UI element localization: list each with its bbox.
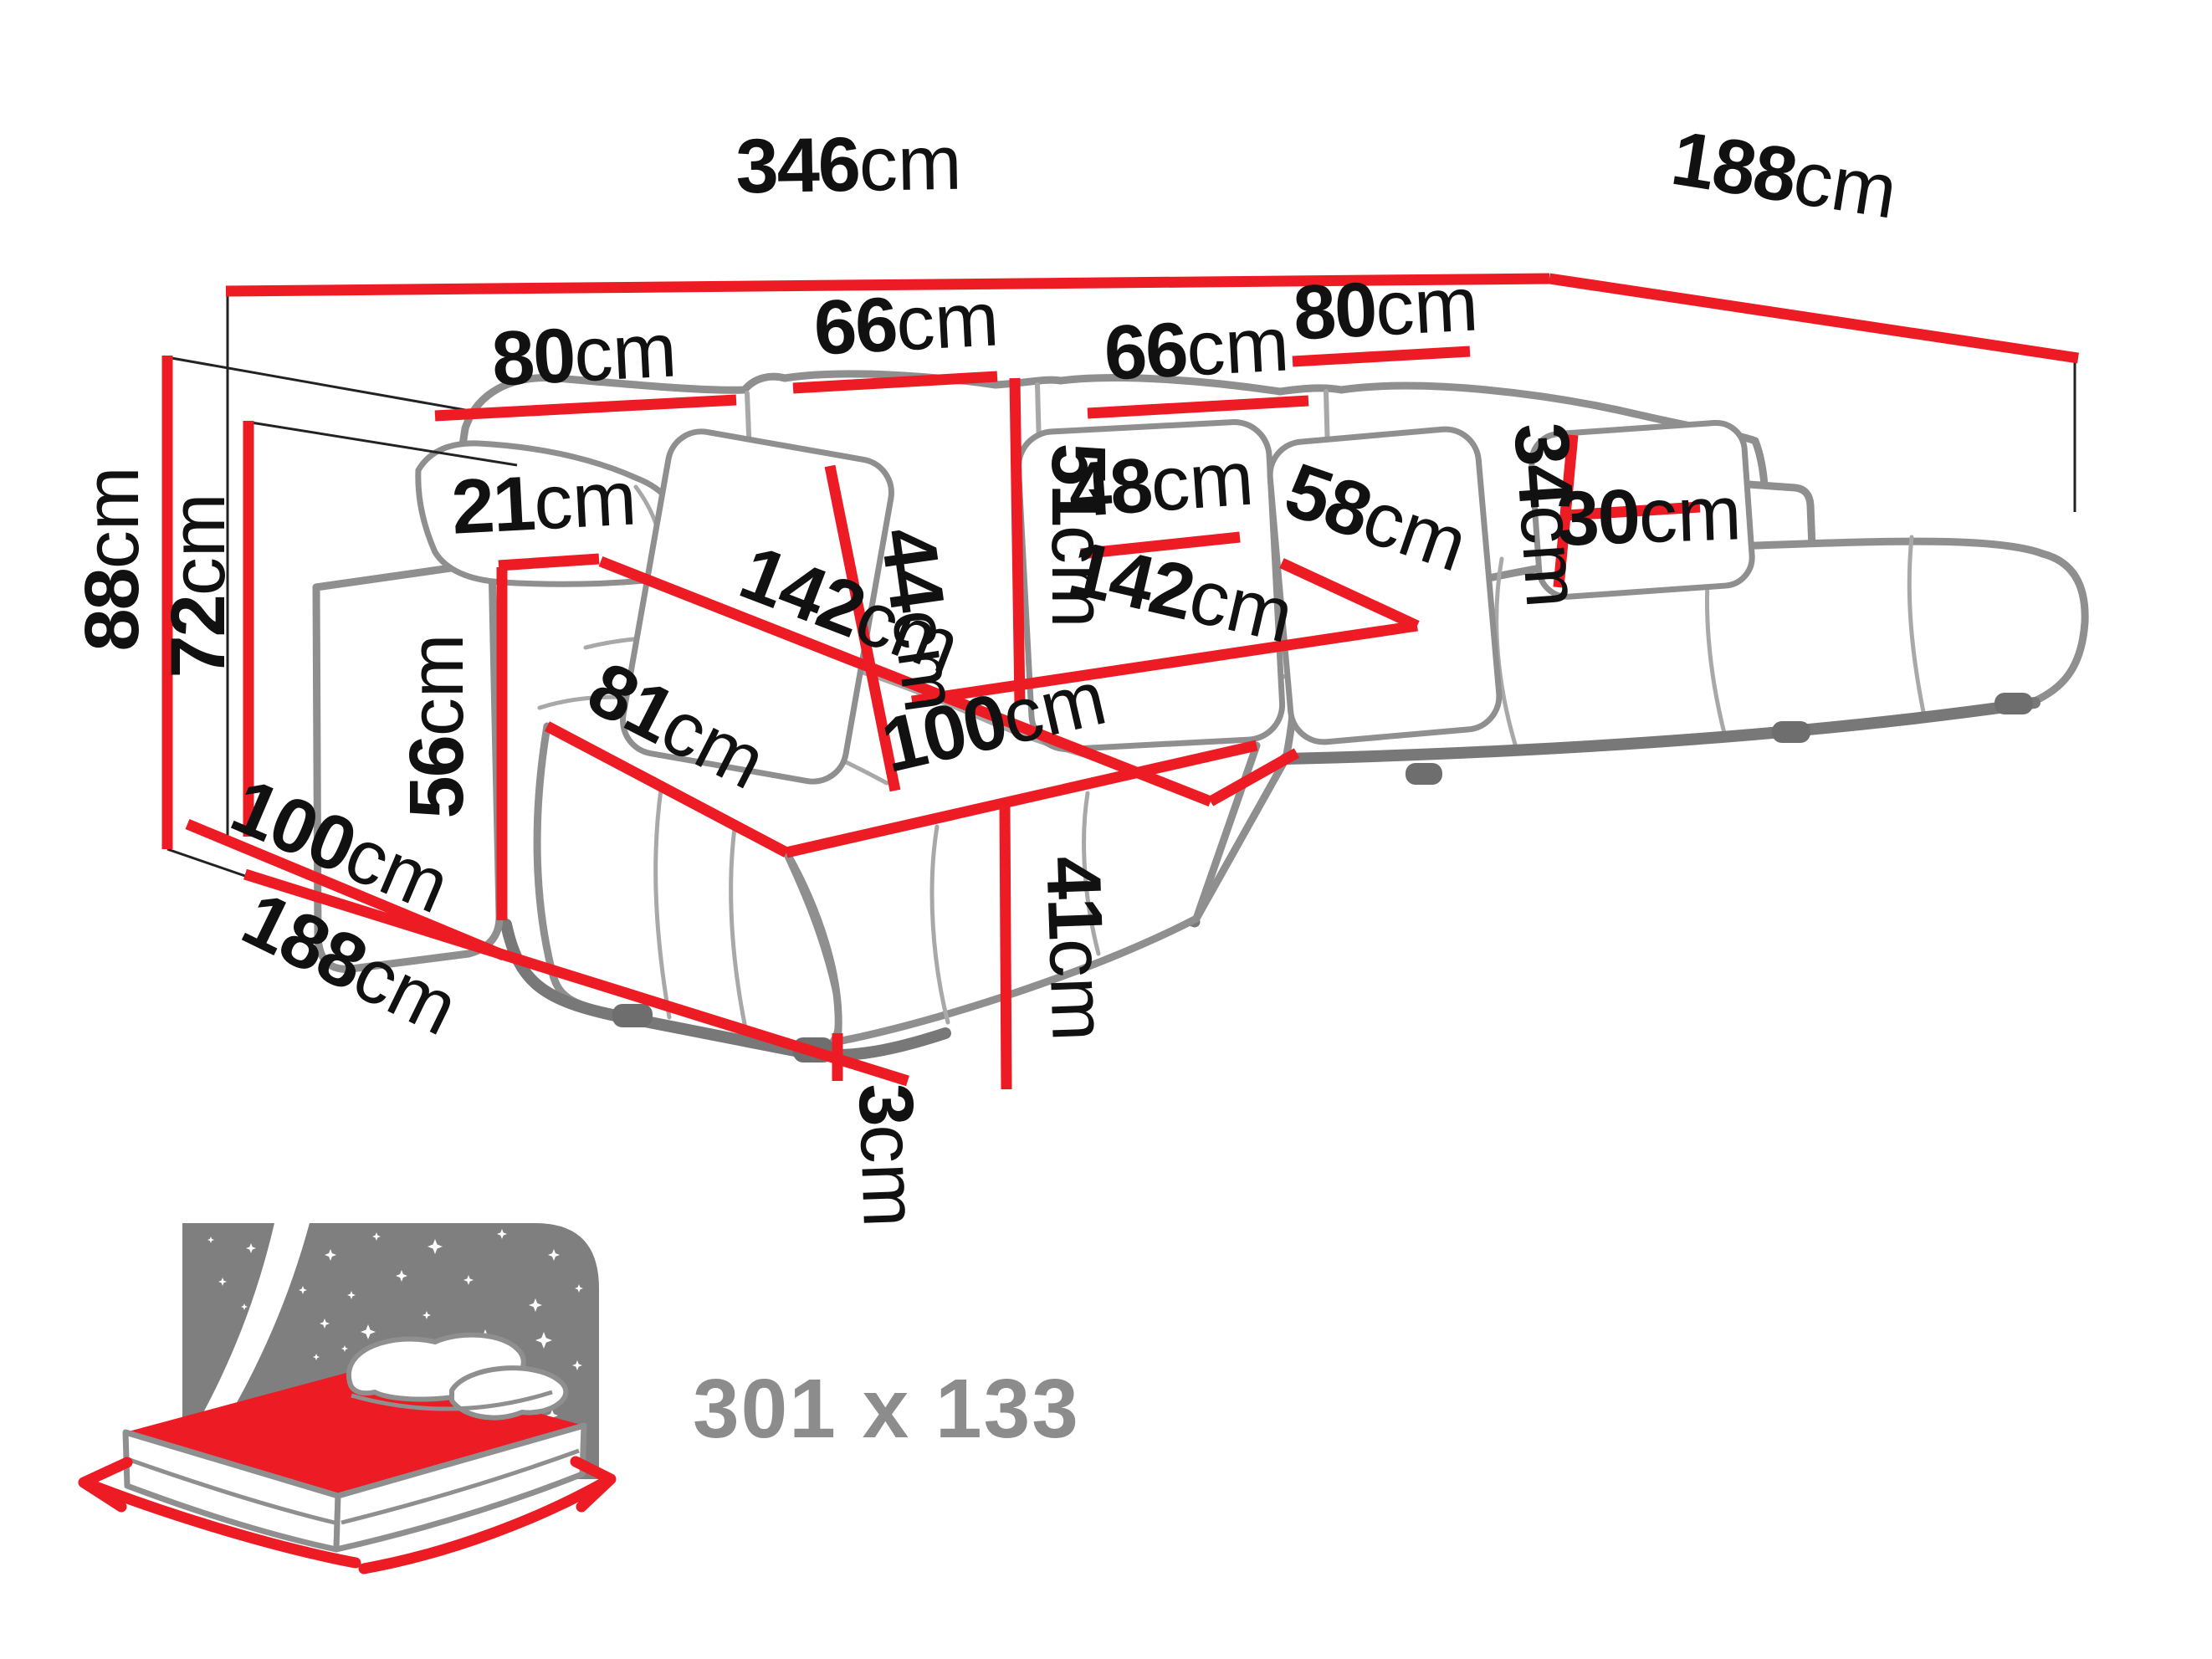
dimension-line-armrest_depth [185,818,506,961]
dimension-line-seat_width_left-1 [1207,748,1300,806]
mattress-base-seam-left [129,1457,335,1525]
dimension-label-seat_height: 41cm [1030,855,1122,1042]
star-icon [299,1286,307,1294]
dimension-label-backrest_section_left: 80cm [489,307,678,402]
dimension-line-backrest_section_mid_left [792,371,998,394]
dimension-label-armrest_width: 21cm [449,455,638,550]
dimension-line-pillow_right_height [1553,434,1579,588]
star-icon [271,1267,284,1280]
dimension-label-backrest_section_mid_right: 66cm [1102,301,1291,396]
star-icon [341,1345,348,1352]
dimension-line-left_chaise_width [544,721,790,858]
dimension-label-backrest_cushion_height: 51cm [1036,443,1121,628]
left-chaise-face-right [782,741,1261,1046]
star-icon [372,1232,381,1241]
dimension-label-left_chaise_inner_length: 100cm [874,655,1114,789]
dimension-line-seat_width_left [598,556,1213,807]
sleeping-area-size: 301 x 133 [693,1362,1080,1456]
dimension-label-total_height: 88cm [69,467,155,652]
star-icon [347,1291,356,1299]
dimension-label-pillow_right_height: 34cm [1498,420,1595,611]
construction-line-3 [166,847,246,878]
dimension-line-backrest_section_left [434,394,737,422]
dimension-label-frame_height: 72cm [156,494,241,678]
star-icon [546,1410,558,1421]
bed-sheet-line [351,1390,553,1411]
star-icon [572,1360,582,1370]
dimension-label-total_width: 346cm [735,120,963,210]
dimension-label-backrest_section_right: 80cm [1291,261,1480,356]
left-chaise-face-right-seam-2 [1082,791,1101,956]
dimension-line-seat_depth [1279,558,1420,631]
arrow-right-shaft [358,1477,608,1575]
mattress-front-right [333,1422,587,1553]
right-chaise-shadow [1280,697,2040,765]
pillow-center-48 [1015,419,1286,752]
dimension-line-backrest_section_right [1292,346,1471,367]
star-icon [497,1229,507,1239]
dimension-line-total_width [225,273,1550,297]
left-chaise-face-left-seam-1 [653,787,672,1020]
left-chaise-face-left-seam-2 [729,826,751,1047]
star-icon [575,1284,583,1293]
star-icon [313,1354,320,1360]
dimension-line-pillow_left_width [824,464,901,792]
star-icon [361,1324,376,1339]
star-icon [246,1243,256,1253]
dimension-line-backrest_section_mid_right [1087,395,1309,419]
pillow-mid-right [1267,426,1503,745]
dimension-line-seat_width_right [911,620,1418,707]
dimension-line-seat_height [999,802,1012,1090]
star-icon [207,1237,214,1243]
dimension-line-left_chaise_inner_length [785,740,1258,858]
arrow-right-head [570,1456,617,1513]
construction-line-2 [250,421,518,467]
star-icon [463,1275,474,1285]
star-icon [241,1303,248,1310]
star-icon [428,1239,443,1254]
dimension-label-leg_height: 3cm [842,1082,933,1228]
dimension-label-pillow_right_width: 30cm [1555,470,1743,562]
dimension-line-pillow_center_width [1080,531,1241,560]
star-icon [535,1332,552,1349]
star-icon [325,1249,336,1261]
star-icon [422,1311,431,1319]
star-icon [320,1318,330,1329]
dimension-label-backrest_section_mid_left: 66cm [812,276,1001,371]
left-armrest-outer [312,558,504,973]
star-icon [218,1278,227,1286]
dimension-label-armrest_height: 56cm [394,634,479,819]
star-icon [548,1249,560,1261]
dimension-label-pillow_center_width: 48cm [1066,435,1257,533]
right-chaise-seam-3 [1907,535,1927,719]
dimension-lines [161,273,2079,1090]
dimension-line-pillow_right_width [1565,501,1701,521]
dimension-line-right_depth [1549,273,2079,364]
arrow-left-head [78,1457,133,1513]
mattress-base-seam-right [341,1448,580,1525]
construction-line-1 [171,356,466,412]
dimension-line-backrest_cushion_height [1009,377,1026,705]
left-chaise-face-right-seam-1 [929,824,950,1025]
dimension-line-left_depth [243,868,909,1087]
size-arrows [78,1456,617,1575]
sofa-illustration [312,370,2089,1062]
sleeping-function-bed-icon: 301 x 133 [78,1223,1080,1575]
dimension-line-armrest_width [498,553,600,571]
star-icon [396,1270,407,1282]
dimension-label-pillow_left_width: 44cm [864,522,975,717]
dimension-label-right_depth: 188cm [1666,115,1902,235]
pillow-left-44 [620,428,894,785]
star-icon [529,1298,542,1312]
arrow-left-shaft [88,1480,361,1569]
mattress-front-left [122,1429,341,1553]
